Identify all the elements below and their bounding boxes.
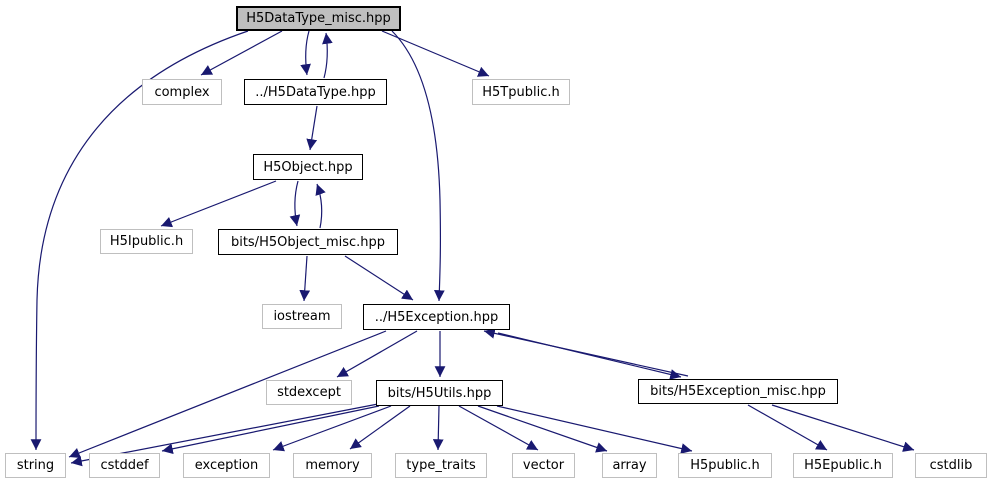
edge-dtype-dtmisc [322,32,333,79]
edge-dtmisc-dtype [300,30,311,76]
edge-dtmisc-tpublic [381,30,490,77]
edge-dtmisc-string [30,30,249,451]
edge-utils-vector [458,405,539,451]
edge-dtype-object [306,105,318,151]
graph-node-exception: exception [183,453,270,478]
edge-utils-type_traits [432,405,444,451]
graph-node-cstdlib: cstdlib [915,453,987,478]
edge-excmisc-exchpp [483,328,689,377]
edge-objmisc-object [315,183,326,229]
edge-excmisc-cstdlib [771,404,915,452]
graph-node-h5public: H5public.h [678,453,772,478]
edge-exchpp-string [68,330,387,459]
graph-node-excmisc[interactable]: bits/H5Exception_misc.hpp [638,379,838,404]
edge-dtmisc-complex [200,30,283,76]
edge-excmisc-h5epublic [747,404,828,451]
graph-node-object[interactable]: H5Object.hpp [253,154,363,180]
edge-utils-cstddef [161,405,380,455]
graph-node-dtype[interactable]: ../H5DataType.hpp [244,79,387,105]
edge-utils-memory [349,405,411,450]
graph-node-array: array [602,453,657,478]
graph-node-stdexcept: stdexcept [266,380,352,405]
graph-node-exchpp[interactable]: ../H5Exception.hpp [363,304,510,330]
graph-node-memory: memory [293,453,372,478]
edge-utils-array [477,405,608,453]
graph-node-cstddef: cstddef [89,453,160,478]
edge-exchpp-stdexcept [336,330,418,378]
edge-objmisc-exchpp [344,255,414,301]
graph-node-complex: complex [142,79,222,105]
edge-dtmisc-exchpp [391,30,445,302]
graph-node-h5epublic: H5Epublic.h [793,453,893,478]
graph-node-dtmisc: H5DataType_misc.hpp [236,6,401,31]
edge-object-ipublic [160,180,277,228]
graph-node-objmisc[interactable]: bits/H5Object_misc.hpp [218,229,398,255]
graph-node-vector: vector [512,453,575,478]
graph-node-ipublic: H5Ipublic.h [100,229,193,254]
edge-object-objmisc [289,180,301,227]
edge-objmisc-iostream [299,255,311,302]
graph-node-tpublic: H5Tpublic.h [472,79,570,105]
graph-node-iostream: iostream [262,304,342,329]
graph-node-type_traits: type_traits [395,453,487,478]
graph-node-utils[interactable]: bits/H5Utils.hpp [376,380,503,406]
edge-utils-exception [272,405,392,452]
edge-utils-h5public [496,405,693,454]
graph-node-string: string [5,453,66,478]
